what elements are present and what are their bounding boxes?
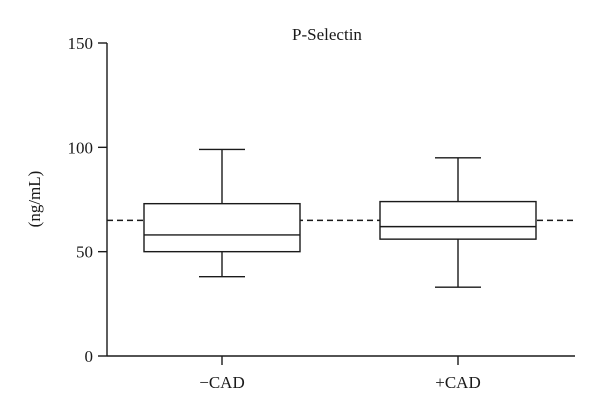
x-category-label: +CAD <box>435 373 480 392</box>
chart-title: P-Selectin <box>292 25 362 44</box>
x-axis: −CAD +CAD <box>107 355 575 392</box>
y-axis: 0 50 100 150 <box>68 34 108 366</box>
y-tick-label: 150 <box>68 34 94 53</box>
y-tick-label: 50 <box>76 243 93 262</box>
iqr-box <box>379 200 537 240</box>
x-category-label: −CAD <box>199 373 244 392</box>
box-group-1 <box>143 148 301 278</box>
y-axis-label: (ng/mL) <box>25 171 44 228</box>
box-group-2 <box>379 157 537 288</box>
y-tick-label: 100 <box>68 138 94 157</box>
plot-area <box>107 148 575 288</box>
y-tick-label: 0 <box>85 347 94 366</box>
iqr-box <box>143 202 301 253</box>
